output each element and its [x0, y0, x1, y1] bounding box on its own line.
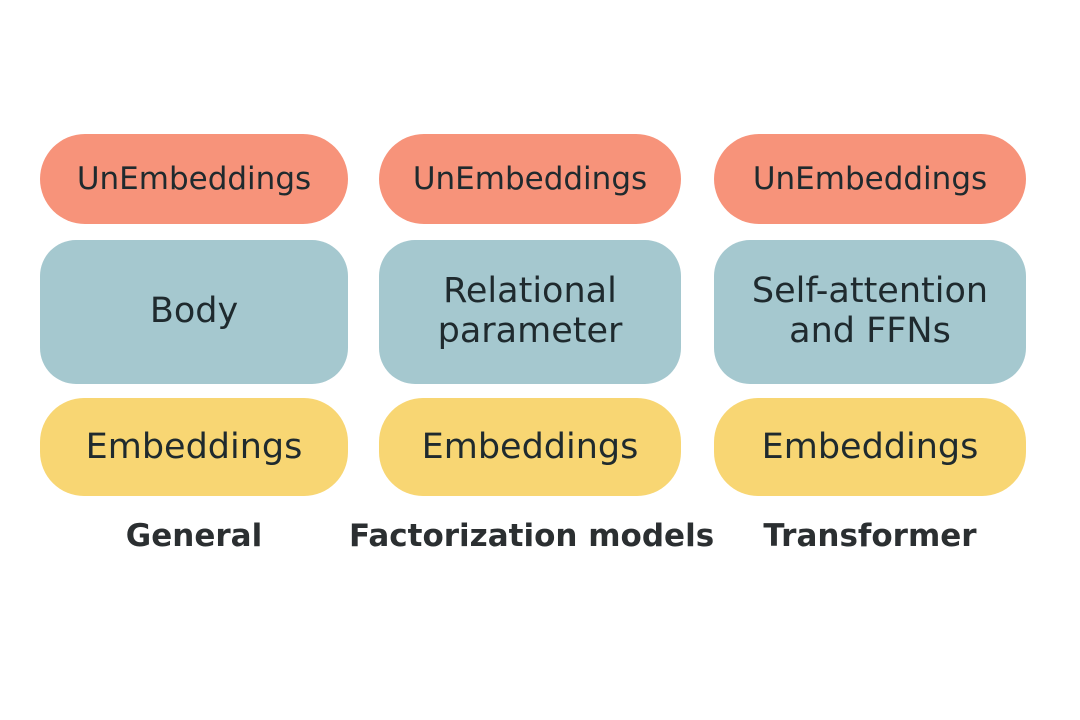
column-caption: Factorization models: [349, 518, 715, 554]
relational-parameter-block: Relational parameter: [379, 240, 681, 384]
unembeddings-label: UnEmbeddings: [76, 161, 312, 197]
body-label: Relational parameter: [437, 271, 623, 352]
embeddings-block: Embeddings: [40, 398, 348, 496]
body-block: Body: [40, 240, 348, 384]
embeddings-block: Embeddings: [714, 398, 1026, 496]
body-label-line: Body: [149, 291, 239, 332]
unembeddings-block: UnEmbeddings: [40, 134, 348, 224]
body-label-line: parameter: [437, 311, 623, 351]
unembeddings-label: UnEmbeddings: [752, 161, 988, 197]
body-label: Body: [149, 291, 239, 332]
body-label-line: and FFNs: [789, 311, 951, 351]
embeddings-label: Embeddings: [761, 427, 979, 467]
body-label-line: Self-attention: [751, 271, 989, 312]
column-factorization-models: UnEmbeddings Relational parameter Embedd…: [349, 0, 714, 720]
body-label: Self-attention and FFNs: [751, 271, 989, 352]
embeddings-label: Embeddings: [421, 427, 639, 467]
column-transformer: UnEmbeddings Self-attention and FFNs Emb…: [714, 0, 1026, 720]
column-general: UnEmbeddings Body Embeddings General: [40, 0, 348, 720]
self-attention-ffn-block: Self-attention and FFNs: [714, 240, 1026, 384]
unembeddings-block: UnEmbeddings: [714, 134, 1026, 224]
column-caption: Transformer: [763, 518, 977, 554]
unembeddings-label: UnEmbeddings: [412, 161, 648, 197]
embeddings-block: Embeddings: [379, 398, 681, 496]
embeddings-label: Embeddings: [85, 427, 303, 467]
column-caption: General: [125, 518, 263, 554]
body-label-line: Relational: [443, 271, 617, 312]
unembeddings-block: UnEmbeddings: [379, 134, 681, 224]
